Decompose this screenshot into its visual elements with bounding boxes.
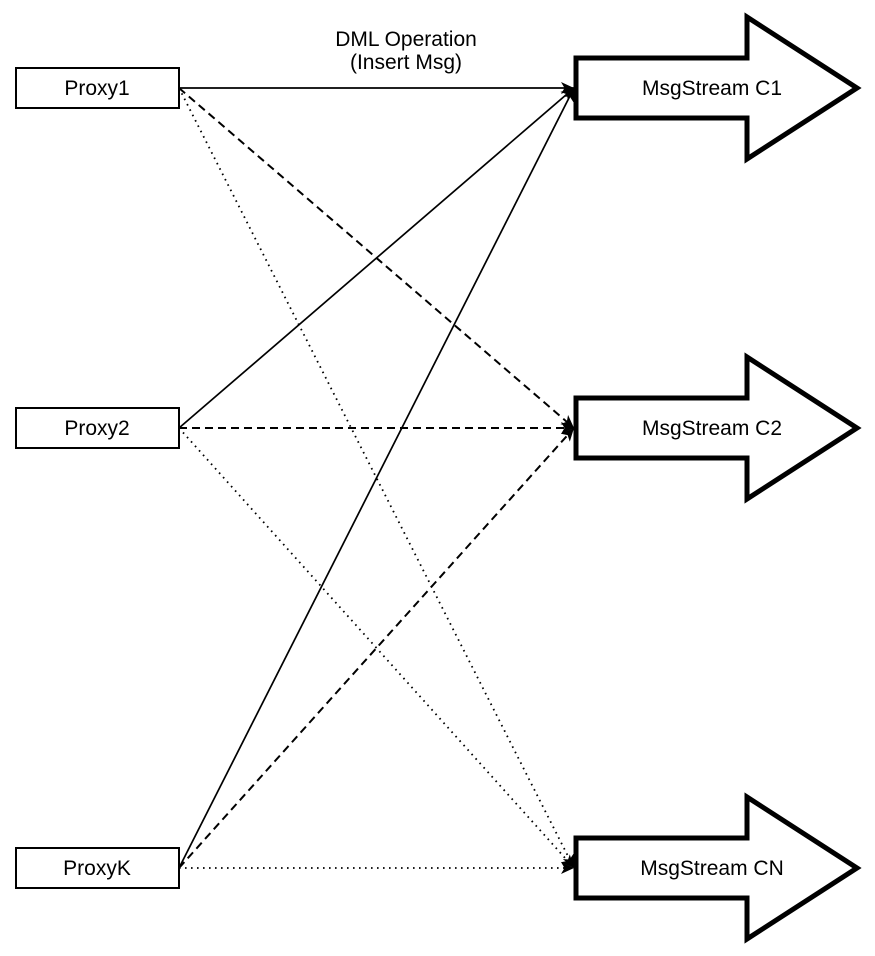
edge-proxyk-c1 bbox=[178, 87, 575, 869]
node-msgstream-c2: MsgStream C2 bbox=[573, 352, 862, 504]
msgstream-cn-label: MsgStream CN bbox=[640, 857, 784, 880]
edge-proxy2-cn bbox=[178, 427, 575, 869]
node-msgstream-cn: MsgStream CN bbox=[573, 792, 862, 944]
node-msgstream-c1: MsgStream C1 bbox=[573, 12, 862, 164]
node-proxy2: Proxy2 bbox=[15, 407, 180, 449]
msgstream-c1-label: MsgStream C1 bbox=[642, 77, 782, 100]
proxy1-label: Proxy1 bbox=[64, 77, 129, 100]
proxy1-box bbox=[15, 67, 180, 109]
edges-layer bbox=[178, 82, 575, 874]
msgstream-c2-label: MsgStream C2 bbox=[642, 417, 782, 440]
edge-label-line2: (Insert Msg) bbox=[350, 51, 462, 74]
node-proxy1: Proxy1 bbox=[15, 67, 180, 109]
msgstream-cn-arrow-icon bbox=[573, 792, 862, 944]
msgstream-c2-arrow-icon bbox=[573, 352, 862, 504]
edge-proxy1-c2 bbox=[178, 87, 575, 429]
proxyk-box bbox=[15, 847, 180, 889]
msgstream-c1-arrow-icon bbox=[573, 12, 862, 164]
edge-label-line1: DML Operation bbox=[335, 28, 477, 51]
proxyk-label: ProxyK bbox=[63, 857, 131, 880]
proxy2-label: Proxy2 bbox=[64, 417, 129, 440]
proxy2-box bbox=[15, 407, 180, 449]
node-proxyk: ProxyK bbox=[15, 847, 180, 889]
edge-proxyk-c2 bbox=[178, 427, 575, 869]
